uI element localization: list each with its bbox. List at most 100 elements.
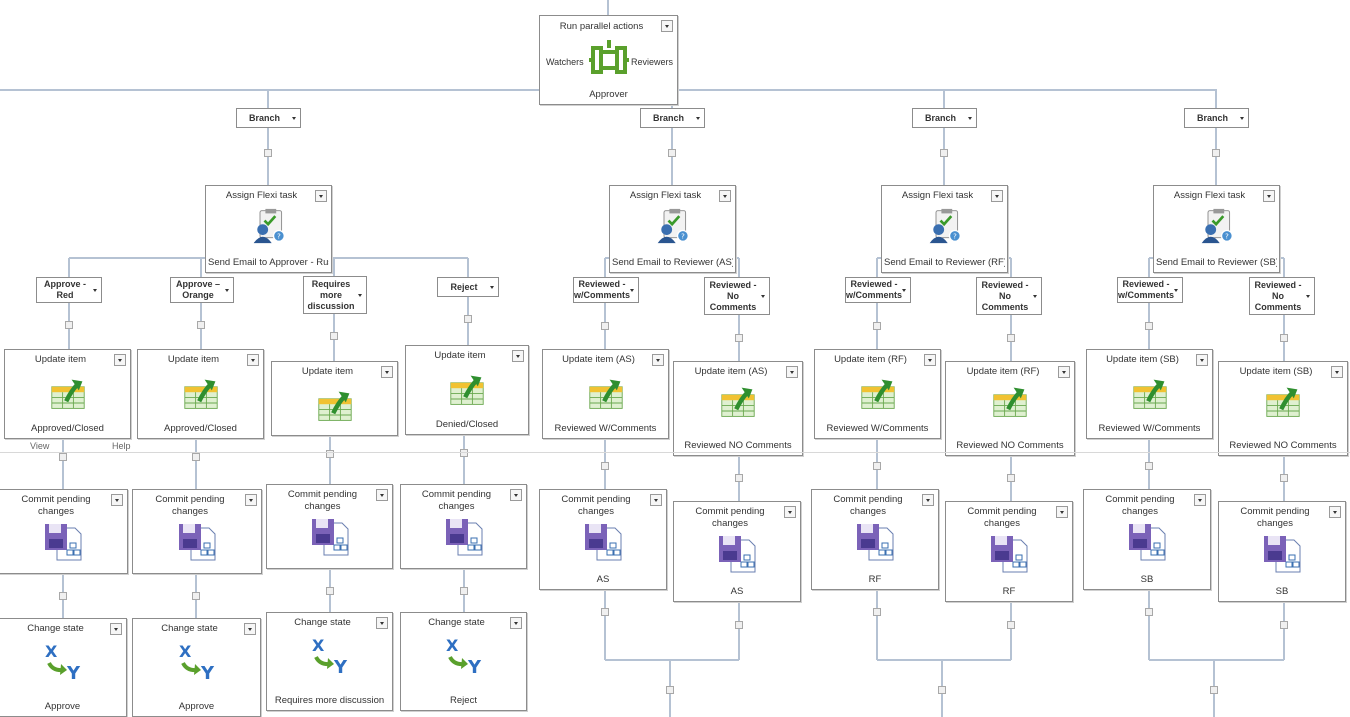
update-item-4-2[interactable]: Update item (SB)Reviewed NO Comments [1218,361,1348,456]
outcome-1-1[interactable]: Approve - Red [36,277,102,303]
connector-node[interactable] [1007,474,1015,482]
connector-node[interactable] [735,621,743,629]
update-item-2-2[interactable]: Update item (AS)Reviewed NO Comments [673,361,803,456]
parallel-dropdown-button[interactable] [661,20,673,32]
commit-changes-2-2-dropdown-button[interactable] [784,506,796,518]
outcome-1-3[interactable]: Requires more discussion [303,276,367,314]
branch-2[interactable]: Branch [640,108,705,128]
assign-flexi-task-1[interactable]: Assign Flexi task?Send Email to Approver… [205,185,332,273]
connector-node[interactable] [668,149,676,157]
connector-node[interactable] [873,322,881,330]
update-item-1-2-dropdown-button[interactable] [247,354,259,366]
outcome-2-2[interactable]: Reviewed - No Comments [704,277,770,315]
commit-changes-1-4-dropdown-button[interactable] [510,489,522,501]
update-item-2-1-dropdown-button[interactable] [652,354,664,366]
update-item-4-1[interactable]: Update item (SB)Reviewed W/Comments [1086,349,1213,439]
change-state-1-4-dropdown-button[interactable] [510,617,522,629]
connector-node[interactable] [1280,474,1288,482]
connector-node[interactable] [192,592,200,600]
connector-node[interactable] [1007,621,1015,629]
update-item-1-3-dropdown-button[interactable] [381,366,393,378]
connector-node[interactable] [1145,322,1153,330]
commit-changes-1-3[interactable]: Commit pending changes [266,484,393,569]
connector-node[interactable] [1145,608,1153,616]
connector-node[interactable] [873,462,881,470]
commit-changes-3-1-dropdown-button[interactable] [922,494,934,506]
commit-changes-1-2[interactable]: Commit pending changes [132,489,262,574]
update-item-2-2-dropdown-button[interactable] [786,366,798,378]
update-item-2-1[interactable]: Update item (AS)Reviewed W/Comments [542,349,669,439]
connector-node[interactable] [940,149,948,157]
outcome-4-1[interactable]: Reviewed - w/Comments [1117,277,1183,303]
connector-node[interactable] [735,334,743,342]
change-state-1-3-dropdown-button[interactable] [376,617,388,629]
connector-node[interactable] [1212,149,1220,157]
connector-node[interactable] [1007,334,1015,342]
commit-changes-4-1-dropdown-button[interactable] [1194,494,1206,506]
assign-flexi-task-4[interactable]: Assign Flexi task?Send Email to Reviewer… [1153,185,1280,273]
connector-node[interactable] [460,587,468,595]
connector-node[interactable] [464,315,472,323]
update-item-3-1[interactable]: Update item (RF)Reviewed W/Comments [814,349,941,439]
commit-changes-2-1-dropdown-button[interactable] [650,494,662,506]
outcome-3-1[interactable]: Reviewed - w/Comments [845,277,911,303]
change-state-1-2-dropdown-button[interactable] [244,623,256,635]
connector-node[interactable] [666,686,674,694]
connector-node[interactable] [326,450,334,458]
update-item-1-4-dropdown-button[interactable] [512,350,524,362]
connector-node[interactable] [59,453,67,461]
update-item-4-2-dropdown-button[interactable] [1331,366,1343,378]
outcome-2-1[interactable]: Reviewed - w/Comments [573,277,639,303]
connector-node[interactable] [264,149,272,157]
assign-flexi-task-4-dropdown-button[interactable] [1263,190,1275,202]
connector-node[interactable] [326,587,334,595]
update-item-1-1-dropdown-button[interactable] [114,354,126,366]
connector-node[interactable] [938,686,946,694]
connector-node[interactable] [330,332,338,340]
commit-changes-3-2-dropdown-button[interactable] [1056,506,1068,518]
update-item-3-2-dropdown-button[interactable] [1058,366,1070,378]
branch-4[interactable]: Branch [1184,108,1249,128]
commit-changes-1-1-dropdown-button[interactable] [111,494,123,506]
assign-flexi-task-2-dropdown-button[interactable] [719,190,731,202]
change-state-1-1-dropdown-button[interactable] [110,623,122,635]
connector-node[interactable] [197,321,205,329]
outcome-1-4[interactable]: Reject [437,277,499,297]
connector-node[interactable] [1145,462,1153,470]
connector-node[interactable] [65,321,73,329]
connector-node[interactable] [601,608,609,616]
connector-node[interactable] [735,474,743,482]
commit-changes-1-3-dropdown-button[interactable] [376,489,388,501]
assign-flexi-task-2[interactable]: Assign Flexi task?Send Email to Reviewer… [609,185,736,273]
connector-node[interactable] [873,608,881,616]
assign-flexi-task-3-dropdown-button[interactable] [991,190,1003,202]
connector-node[interactable] [601,322,609,330]
update-item-1-3[interactable]: Update item [271,361,398,436]
connector-node[interactable] [192,453,200,461]
branch-1[interactable]: Branch [236,108,301,128]
update-item-3-1-dropdown-button[interactable] [924,354,936,366]
commit-changes-1-1[interactable]: Commit pending changes [0,489,128,574]
assign-flexi-task-3[interactable]: Assign Flexi task?Send Email to Reviewer… [881,185,1008,273]
commit-changes-1-2-dropdown-button[interactable] [245,494,257,506]
connector-node[interactable] [1280,621,1288,629]
connector-node[interactable] [1210,686,1218,694]
outcome-4-2[interactable]: Reviewed - No Comments [1249,277,1315,315]
connector-node[interactable] [59,592,67,600]
outcome-3-2[interactable]: Reviewed - No Comments [976,277,1042,315]
branch-3[interactable]: Branch [912,108,977,128]
connector-node[interactable] [601,462,609,470]
connector-node[interactable] [460,449,468,457]
